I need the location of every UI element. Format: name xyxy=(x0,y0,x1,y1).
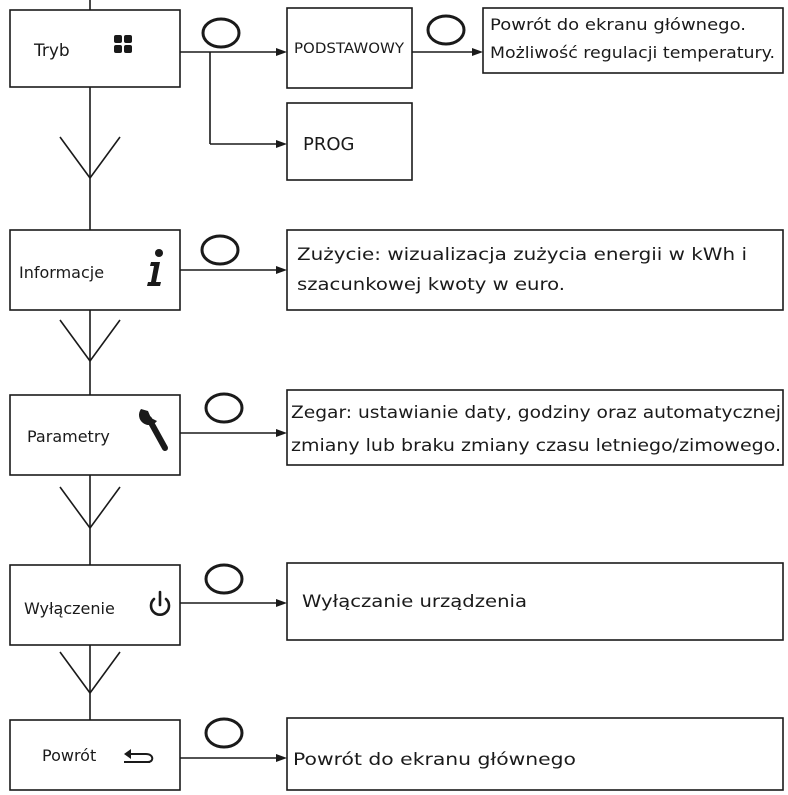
down-chevron-icon xyxy=(59,136,121,180)
description-line: Wyłączanie urządzenia xyxy=(302,592,527,612)
menu-label-parametry: Parametry xyxy=(27,427,110,446)
menu-item-wylaczenie[interactable]: Wyłączenie xyxy=(9,564,181,646)
arrow-head-icon xyxy=(276,599,287,607)
description-powrot: Powrót do ekranu głównego xyxy=(286,717,784,791)
menu-label-informacje: Informacje xyxy=(19,263,104,282)
wrench-icon xyxy=(138,409,168,451)
description-box xyxy=(286,229,784,311)
arrow-head-icon xyxy=(276,140,287,148)
return-arrow-icon xyxy=(124,749,154,763)
option-label-podstawowy: PODSTAWOWY xyxy=(294,41,404,57)
menu-box-parametry xyxy=(9,394,181,476)
description-box xyxy=(286,562,784,641)
option-podstawowy[interactable]: PODSTAWOWY xyxy=(286,7,413,89)
description-box xyxy=(286,389,784,466)
menu-item-tryb[interactable]: Tryb xyxy=(9,9,181,88)
arrow-head-icon xyxy=(276,266,287,274)
power-icon xyxy=(149,590,171,616)
description-box xyxy=(482,7,784,74)
description-line: zmiany lub braku zmiany czasu letniego/z… xyxy=(291,436,781,456)
menu-item-parametry[interactable]: Parametry xyxy=(9,394,181,476)
down-chevron-icon xyxy=(59,651,121,695)
option-prog[interactable]: PROG xyxy=(286,102,413,181)
description-line: Zużycie: wizualizacja zużycia energii w … xyxy=(297,245,747,265)
option-label-prog: PROG xyxy=(303,134,354,155)
option-box-podstawowy xyxy=(286,7,413,89)
menu-item-powrot[interactable]: Powrót xyxy=(9,719,181,791)
menu-label-powrot: Powrót xyxy=(42,746,96,765)
menu-box-tryb xyxy=(9,9,181,88)
ok-button-icon[interactable] xyxy=(204,717,244,749)
description-line: Zegar: ustawianie daty, godziny oraz aut… xyxy=(291,403,781,423)
description-wylaczenie: Wyłączanie urządzenia xyxy=(286,562,784,641)
menu-label-wylaczenie: Wyłączenie xyxy=(24,599,115,618)
info-icon xyxy=(147,249,163,286)
ok-button-icon[interactable] xyxy=(201,17,241,49)
option-box-prog xyxy=(286,102,413,181)
ok-button-icon[interactable] xyxy=(204,392,244,424)
description-parametry: Zegar: ustawianie daty, godziny oraz aut… xyxy=(286,389,784,466)
description-box xyxy=(286,717,784,791)
menu-label-tryb: Tryb xyxy=(33,41,70,61)
ok-button-icon[interactable] xyxy=(426,14,466,46)
down-chevron-icon xyxy=(59,486,121,530)
description-line: Możliwość regulacji temperatury. xyxy=(490,43,775,62)
description-line: Powrót do ekranu głównego. xyxy=(490,15,746,34)
ok-button-icon[interactable] xyxy=(200,234,240,266)
arrow-head-icon xyxy=(276,48,287,56)
down-chevron-icon xyxy=(59,319,121,363)
arrow-head-icon xyxy=(472,48,483,56)
description-line: Powrót do ekranu głównego xyxy=(293,750,576,770)
description-podstawowy: Powrót do ekranu głównego. Możliwość reg… xyxy=(482,7,784,74)
arrow-head-icon xyxy=(276,429,287,437)
menu-item-informacje[interactable]: Informacje xyxy=(9,229,181,311)
four-squares-icon xyxy=(114,35,132,53)
menu-box-informacje xyxy=(9,229,181,311)
arrow-head-icon xyxy=(276,754,287,762)
description-line: szacunkowej kwoty w euro. xyxy=(297,275,565,295)
description-informacje: Zużycie: wizualizacja zużycia energii w … xyxy=(286,229,784,311)
ok-button-icon[interactable] xyxy=(204,563,244,595)
